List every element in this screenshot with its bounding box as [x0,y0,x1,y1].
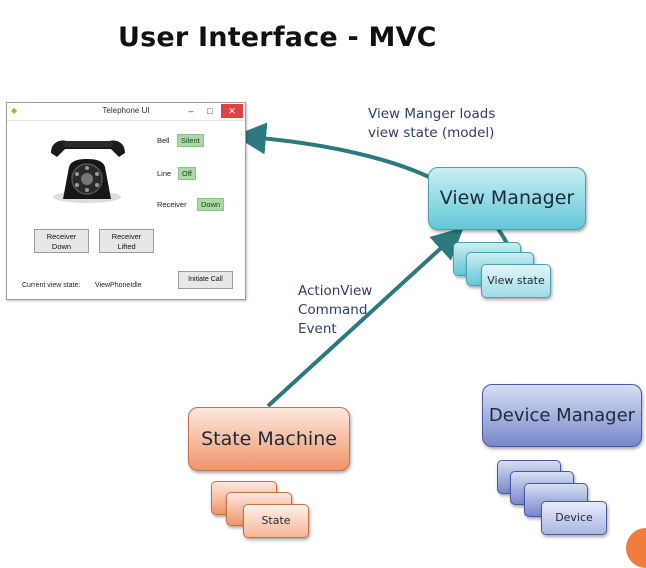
button-label-line: Receiver [111,232,142,241]
caption-line: Command [298,302,368,318]
receiver-down-button[interactable]: Receiver Down [34,229,89,253]
device-card: Device [541,501,607,535]
caption-action-view: ActionView Command Event [298,282,372,339]
view-state-card: View state [481,264,551,298]
bell-status-badge: Silent [177,134,204,147]
receiver-label: Receiver [157,200,187,209]
window-titlebar[interactable]: ◆ Telephone UI – □ ✕ [7,103,245,121]
current-view-state-label: Current view state: [22,282,81,289]
caption-line: Event [298,321,337,337]
caption-line: View Manger loads [368,106,496,122]
caption-line: ActionView [298,283,373,299]
button-label-line: Down [51,242,72,251]
arrow-state-machine-to-view [266,227,464,408]
receiver-lifted-button[interactable]: Receiver Lifted [99,229,154,253]
close-icon[interactable]: ✕ [221,104,243,118]
telephone-ui-window: ◆ Telephone UI – □ ✕ Bell Silent Line Of… [6,102,246,300]
caption-line: view state (model) [368,125,495,141]
state-machine-box: State Machine [188,407,350,471]
window-title: Telephone UI [102,106,150,115]
device-manager-box: Device Manager [482,384,642,447]
view-manager-box: View Manager [428,167,586,230]
app-icon: ◆ [11,106,18,115]
maximize-icon[interactable]: □ [207,106,213,116]
initiate-call-button[interactable]: Initiate Call [178,271,233,289]
telephone-icon [51,140,125,203]
current-view-state-value: ViewPhoneIdle [95,282,142,289]
button-label-line: Receiver [46,232,77,241]
button-label-line: Lifted [117,242,136,251]
state-card: State [243,504,309,538]
line-label: Line [157,169,172,178]
caption-view-manager-loads: View Manger loads view state (model) [368,105,495,143]
minimize-icon[interactable]: – [188,106,194,116]
line-status-badge: Off [178,167,196,180]
slide-title: User Interface - MVC [118,22,437,53]
receiver-status-badge: Down [197,198,225,211]
bell-label: Bell [157,136,170,145]
